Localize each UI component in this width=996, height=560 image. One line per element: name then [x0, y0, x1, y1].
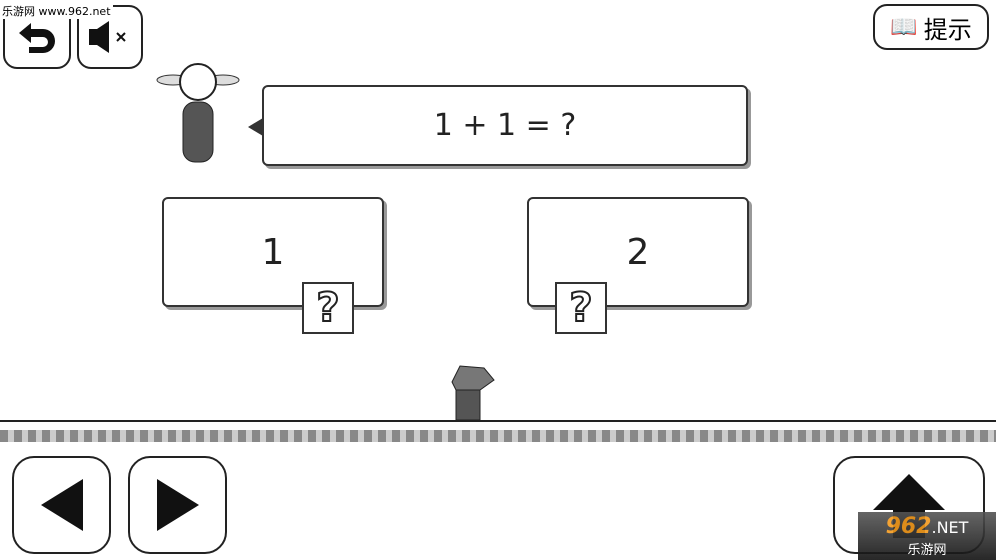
watermark-brand: 962: [885, 514, 932, 539]
question-bubble: 1 + 1 = ?: [262, 85, 748, 166]
bubble-tail: [248, 118, 263, 136]
hint-label: 提示: [923, 15, 972, 44]
watermark-sub: 乐游网: [907, 543, 947, 558]
book-icon: 📖: [890, 14, 918, 40]
question-mark-block-1[interactable]: ?: [302, 282, 354, 334]
angel-character: [156, 63, 240, 163]
watermark-bottom: 962.NET 乐游网: [858, 512, 996, 560]
hint-button[interactable]: 📖 提示: [873, 4, 989, 50]
player-character: [451, 365, 495, 421]
arrow-up-icon: [873, 474, 945, 538]
move-left-button[interactable]: [12, 456, 111, 554]
arrow-right-icon: [156, 479, 199, 531]
answer-box-2[interactable]: 2: [527, 197, 749, 307]
answer-text: 1: [261, 231, 285, 273]
question-mark-icon: ?: [568, 284, 593, 332]
undo-icon: [19, 23, 55, 53]
ground: [0, 420, 996, 448]
answer-text: 2: [626, 231, 650, 273]
watermark-suffix: .NET: [931, 518, 969, 537]
speaker-muted-icon: [89, 21, 126, 53]
question-mark-icon: ?: [315, 284, 340, 332]
watermark-top: 乐游网 www.962.net: [0, 3, 113, 19]
question-text: 1 + 1 = ?: [433, 108, 577, 143]
move-right-button[interactable]: [128, 456, 227, 554]
question-mark-block-2[interactable]: ?: [555, 282, 607, 334]
arrow-left-icon: [40, 479, 83, 531]
